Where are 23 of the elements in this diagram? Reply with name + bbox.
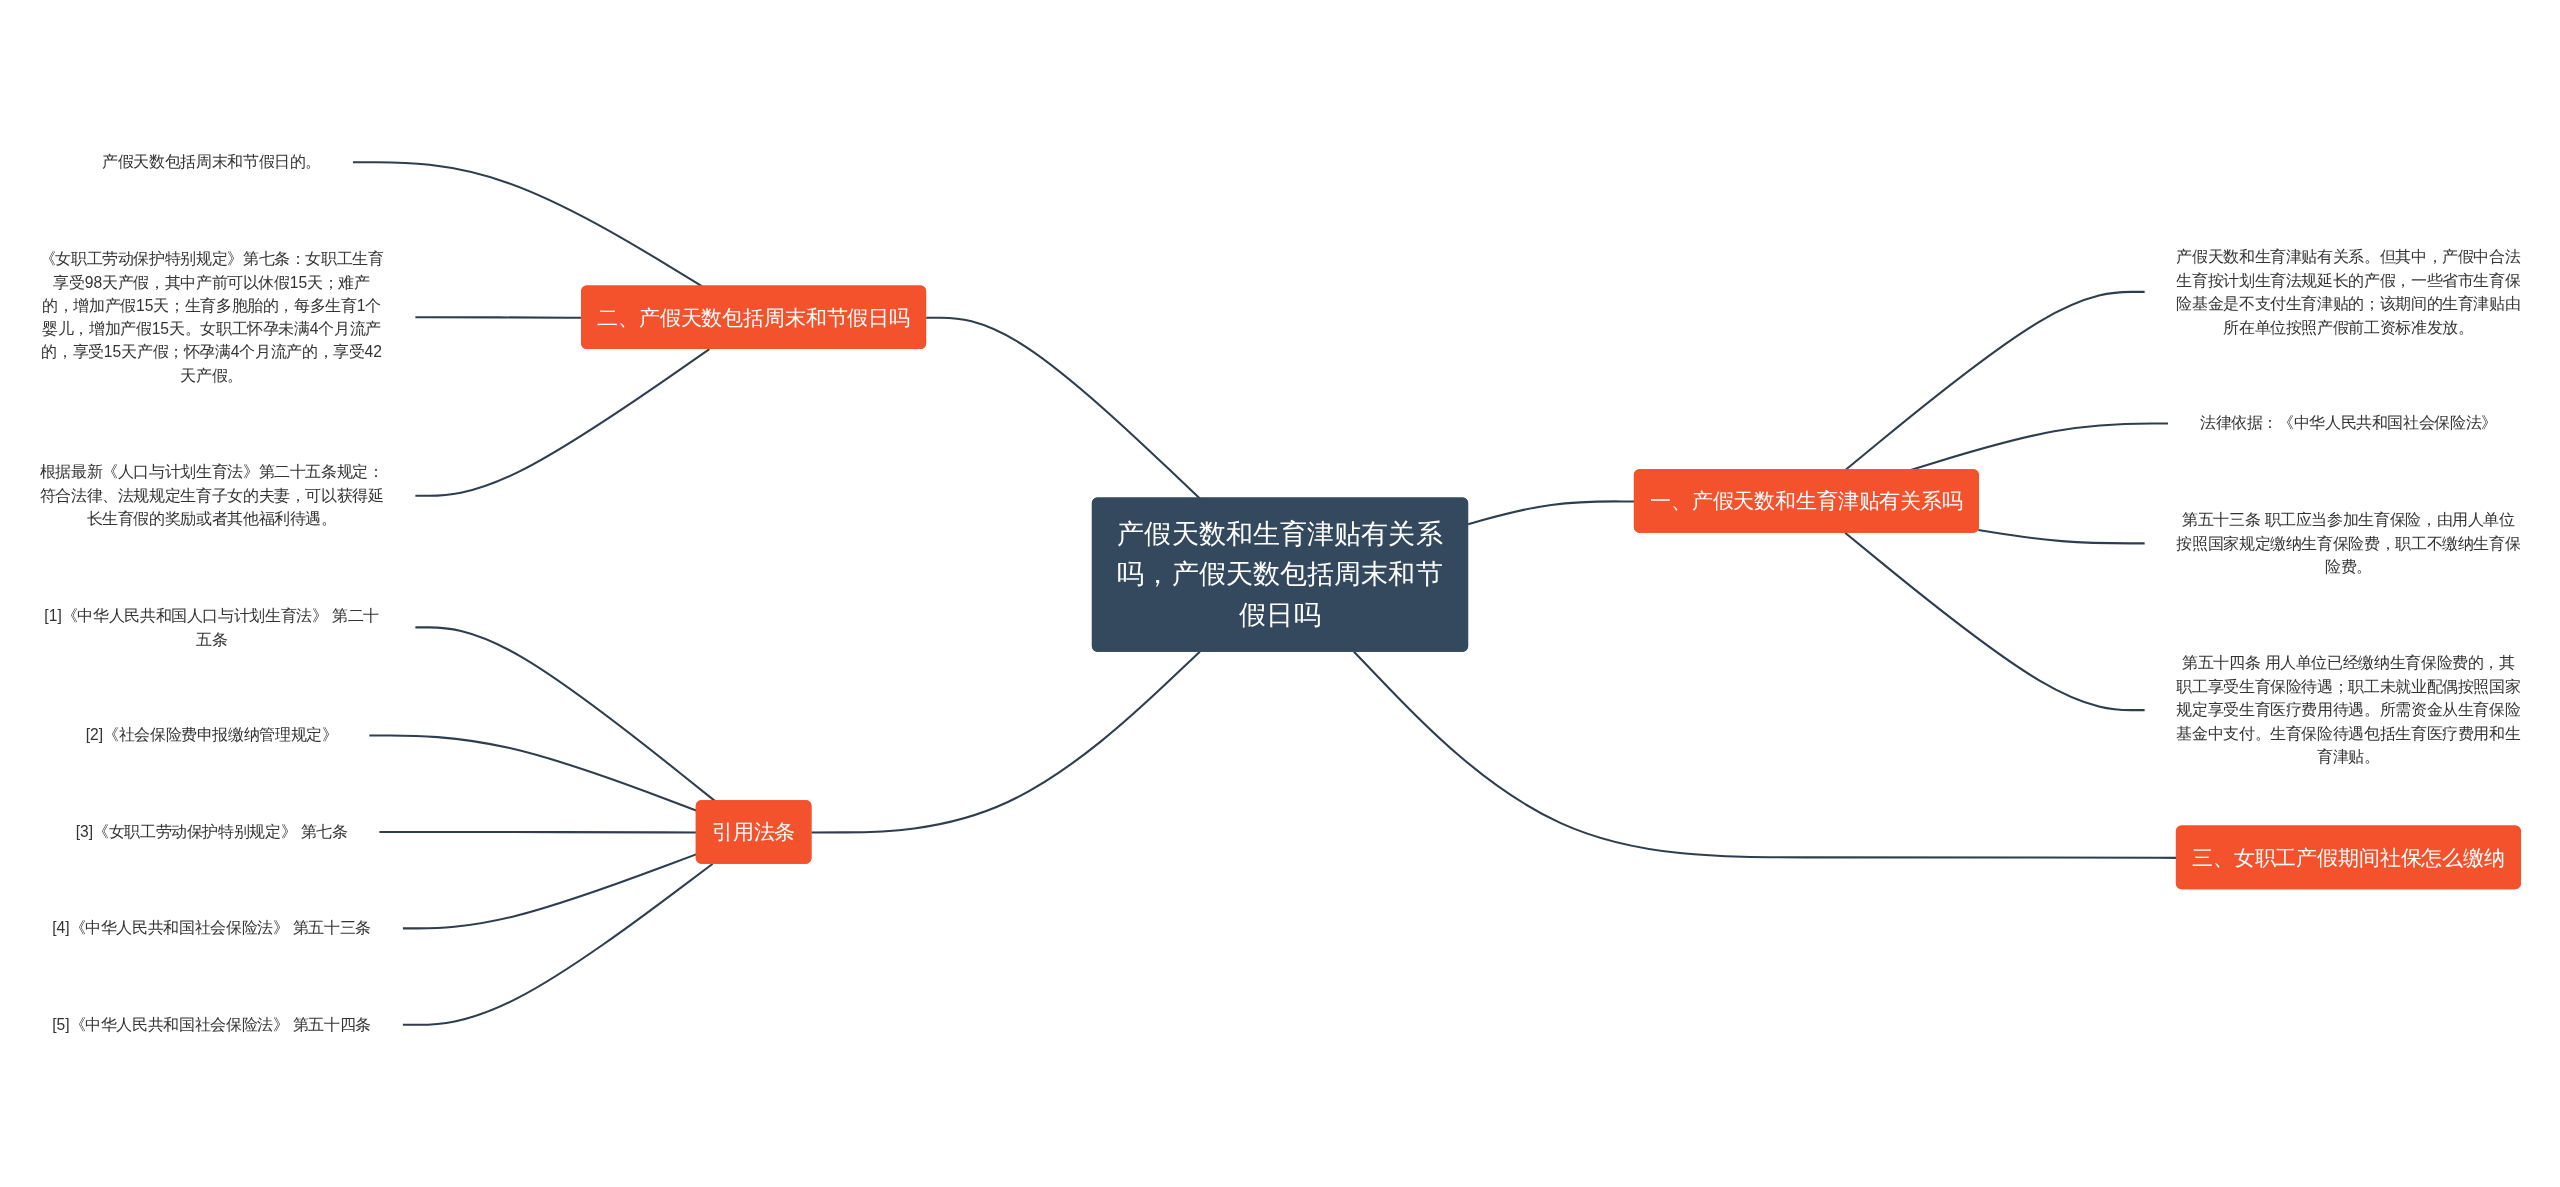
node-text: 第五十三条 职工应当参加生育保险，由用人单位按照国家规定缴纳生育保险费，职工不缴纳生育保险费。 [2176,510,2521,575]
node-text: [1]《中华人民共和国人口与计划生育法》 第二十五条 [44,606,379,648]
connector [1978,528,2146,545]
connector [378,830,697,834]
node-text: [5]《中华人民共和国社会保险法》 第五十四条 [52,1015,371,1033]
node-text: 产假天数和生育津贴有关系。但其中，产假中合法生育按计划生育法规延长的产假，一些省市生育保险基金是不支付生育津贴的；该期间的生育津贴由所在单位按照产假前工资标准发放。 [2176,247,2521,336]
connector [414,626,716,802]
node-text: [3]《女职工劳动保护特别规定》 第七条 [75,822,348,841]
connector [1844,531,2146,712]
node-text: 《女职工劳动保护特别规定》第七条：女职工生育享受98天产假，其中产前可以休假15天；难产的，增加产假15天；生育多胞胎的，每多生育1个婴儿，增加产假15天。女职工怀孕未满4个月流产的，享受15天产假；怀孕满4个月流产的，享受42天产假。 [39,249,384,384]
node-text: 法律依据：《中华人民共和国社会保险法》 [2199,413,2497,432]
node-text: [4]《中华人民共和国社会保险法》 第五十三条 [52,918,371,937]
connector [1353,651,2177,859]
connector [414,348,710,497]
node-text: 第五十四条 用人单位已经缴纳生育保险费的，其职工享受生育保险待遇；职工未就业配偶按照国家规定享受生育医疗费用待遇。所需资金从生育保险基金中支付。生育保险待遇包括生育医疗费用和生育津贴。 [2176,653,2521,766]
connector [402,862,714,1026]
node-text: 产假天数包括周末和节假日的。 [102,152,322,171]
node-text: [2]《社会保险费申报缴纳管理规定》 [85,725,338,744]
connector [926,316,1201,500]
node-text: 根据最新《人口与计划生育法》第二十五条规定：符合法律、法规规定生育子女的夫妻，可以获得延长生育假的奖励或者其他福利待遇。 [39,462,384,528]
connector [1467,500,1635,526]
connector [352,161,704,288]
connector [811,651,1201,834]
